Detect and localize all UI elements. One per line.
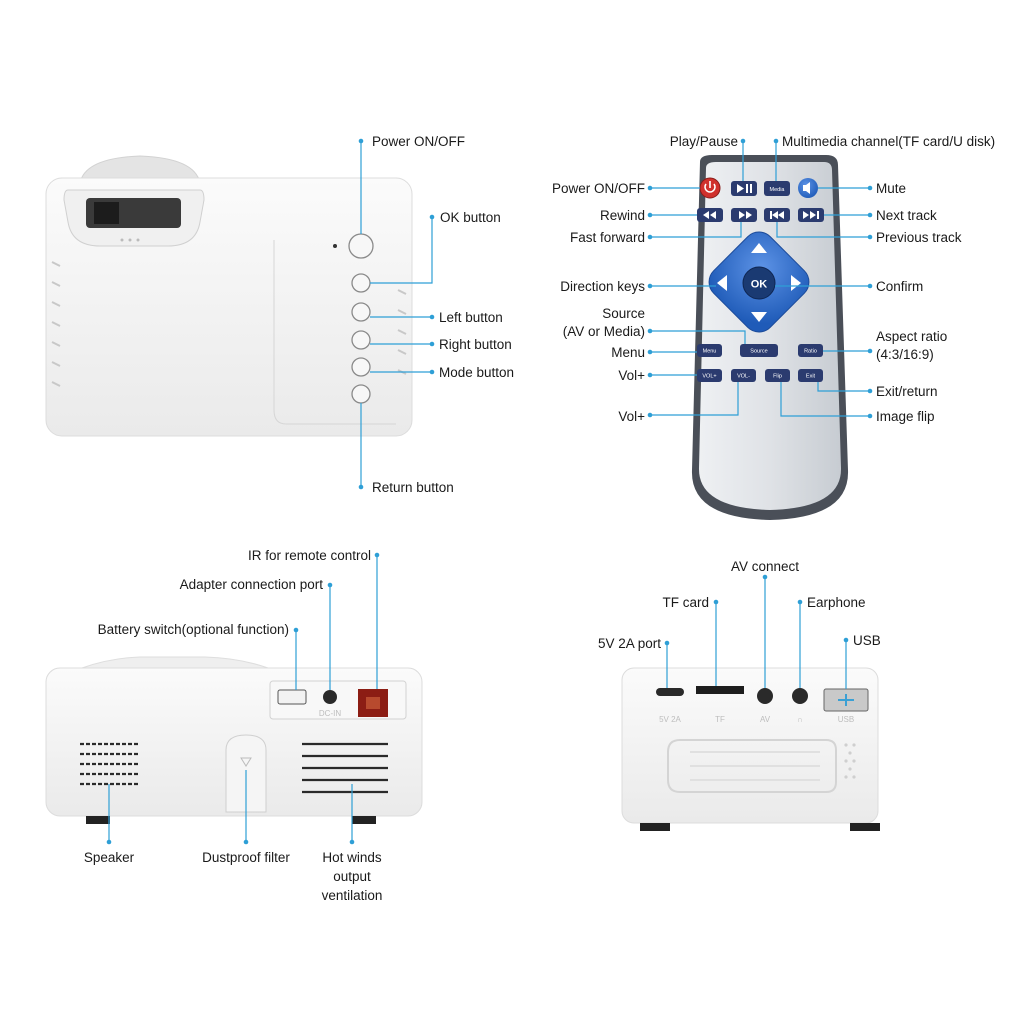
- battery-switch[interactable]: [277, 689, 307, 705]
- remote-menu-button[interactable]: [697, 344, 722, 357]
- label-confirm: Confirm: [876, 279, 923, 294]
- key-menu: Menu: [703, 349, 717, 355]
- mode-button[interactable]: [351, 357, 371, 377]
- remote-control: Media OK Menu Source Ratio VOL+: [691, 155, 849, 520]
- left-button[interactable]: [351, 302, 371, 322]
- label-adapter-port: Adapter connection port: [180, 577, 324, 592]
- label-exit-return: Exit/return: [876, 384, 938, 399]
- key-exit: Exit: [806, 374, 816, 380]
- remote-ok-button[interactable]: [742, 266, 776, 300]
- micro-usb-port: [656, 688, 684, 696]
- ok-button[interactable]: [351, 273, 371, 293]
- label-menu: Menu: [611, 345, 645, 360]
- label-5v2a-port: 5V 2A port: [598, 636, 661, 651]
- front-panel: [45, 155, 413, 437]
- label-front-power: Power ON/OFF: [372, 134, 465, 149]
- label-remote-power: Power ON/OFF: [552, 181, 645, 196]
- label-direction-keys: Direction keys: [560, 279, 645, 294]
- label-usb: USB: [853, 633, 881, 648]
- label-earphone: Earphone: [807, 595, 866, 610]
- label-fast-forward: Fast forward: [570, 230, 645, 245]
- direction-right-icon[interactable]: [791, 275, 801, 291]
- key-media: Media: [770, 187, 786, 193]
- key-flip: Flip: [773, 374, 782, 380]
- earphone-jack: [792, 688, 808, 704]
- tf-card-slot: [696, 686, 744, 694]
- mark-tf: TF: [715, 715, 725, 724]
- remote-media-button[interactable]: [764, 181, 790, 196]
- side-callouts: AV connect TF card Earphone 5V 2A port U…: [598, 559, 881, 689]
- label-image-flip: Image flip: [876, 409, 935, 424]
- label-vent-3: ventilation: [322, 888, 383, 903]
- remote-flip-button[interactable]: [765, 369, 790, 382]
- key-vol-minus: VOL-: [737, 374, 750, 380]
- label-av-connect: AV connect: [731, 559, 799, 574]
- label-source-1: Source: [602, 306, 645, 321]
- speaker-grille: [80, 742, 140, 786]
- label-aspect-2: (4:3/16:9): [876, 347, 934, 362]
- label-left-button: Left button: [439, 310, 503, 325]
- label-source-2: (AV or Media): [563, 324, 645, 339]
- return-button[interactable]: [351, 384, 371, 404]
- projector-side-body: [621, 667, 879, 824]
- label-tf-card: TF card: [662, 595, 709, 610]
- front-callouts: Power ON/OFF OK button Left button Right…: [358, 134, 514, 495]
- vent-grille: [302, 742, 388, 794]
- mark-earphone: ∩: [797, 715, 803, 724]
- remote-source-button[interactable]: [740, 344, 778, 357]
- label-ir-remote: IR for remote control: [248, 548, 371, 563]
- remote-callouts: Play/Pause Multimedia channel(TF card/U …: [552, 134, 995, 424]
- back-panel: DC-IN: [45, 656, 423, 824]
- direction-up-icon[interactable]: [751, 243, 767, 253]
- direction-left-icon[interactable]: [717, 275, 727, 291]
- power-button[interactable]: [348, 233, 374, 259]
- back-callouts: IR for remote control Adapter connection…: [84, 548, 383, 903]
- label-previous-track: Previous track: [876, 230, 962, 245]
- label-return-button: Return button: [372, 480, 454, 495]
- mark-av: AV: [760, 715, 771, 724]
- label-aspect-1: Aspect ratio: [876, 329, 947, 344]
- lens-housing: [79, 155, 201, 184]
- side-panel: 5V 2A TF AV ∩ USB: [621, 667, 880, 831]
- mark-5v2a: 5V 2A: [659, 715, 681, 724]
- label-dustproof-filter: Dustproof filter: [202, 850, 290, 865]
- label-mute: Mute: [876, 181, 906, 196]
- remote-face: [698, 162, 842, 510]
- remote-exit-button[interactable]: [798, 369, 823, 382]
- key-ratio: Ratio: [804, 349, 817, 355]
- label-vent-1: Hot winds: [322, 850, 382, 865]
- label-next-track: Next track: [876, 208, 937, 223]
- label-multimedia: Multimedia channel(TF card/U disk): [782, 134, 995, 149]
- key-ok: OK: [751, 279, 768, 291]
- remote-ratio-button[interactable]: [798, 344, 823, 357]
- label-mode-button: Mode button: [439, 365, 514, 380]
- label-vent-2: output: [333, 869, 371, 884]
- key-source: Source: [750, 349, 767, 355]
- remote-vol-plus-button[interactable]: [697, 369, 722, 382]
- label-battery-switch: Battery switch(optional function): [98, 622, 289, 637]
- lens-glass: [94, 202, 119, 224]
- label-play-pause: Play/Pause: [670, 134, 738, 149]
- label-speaker: Speaker: [84, 850, 135, 865]
- label-rewind: Rewind: [600, 208, 645, 223]
- dc-in-port: [323, 690, 337, 704]
- right-button[interactable]: [351, 330, 371, 350]
- label-vol-plus-1: Vol+: [618, 368, 645, 383]
- remote-vol-minus-button[interactable]: [731, 369, 756, 382]
- dc-in-mark: DC-IN: [319, 709, 341, 718]
- direction-down-icon[interactable]: [751, 312, 767, 322]
- av-jack: [757, 688, 773, 704]
- mark-usb: USB: [838, 715, 854, 724]
- label-ok-button: OK button: [440, 210, 501, 225]
- label-vol-plus-2: Vol+: [618, 409, 645, 424]
- key-vol-plus: VOL+: [702, 374, 716, 380]
- label-right-button: Right button: [439, 337, 512, 352]
